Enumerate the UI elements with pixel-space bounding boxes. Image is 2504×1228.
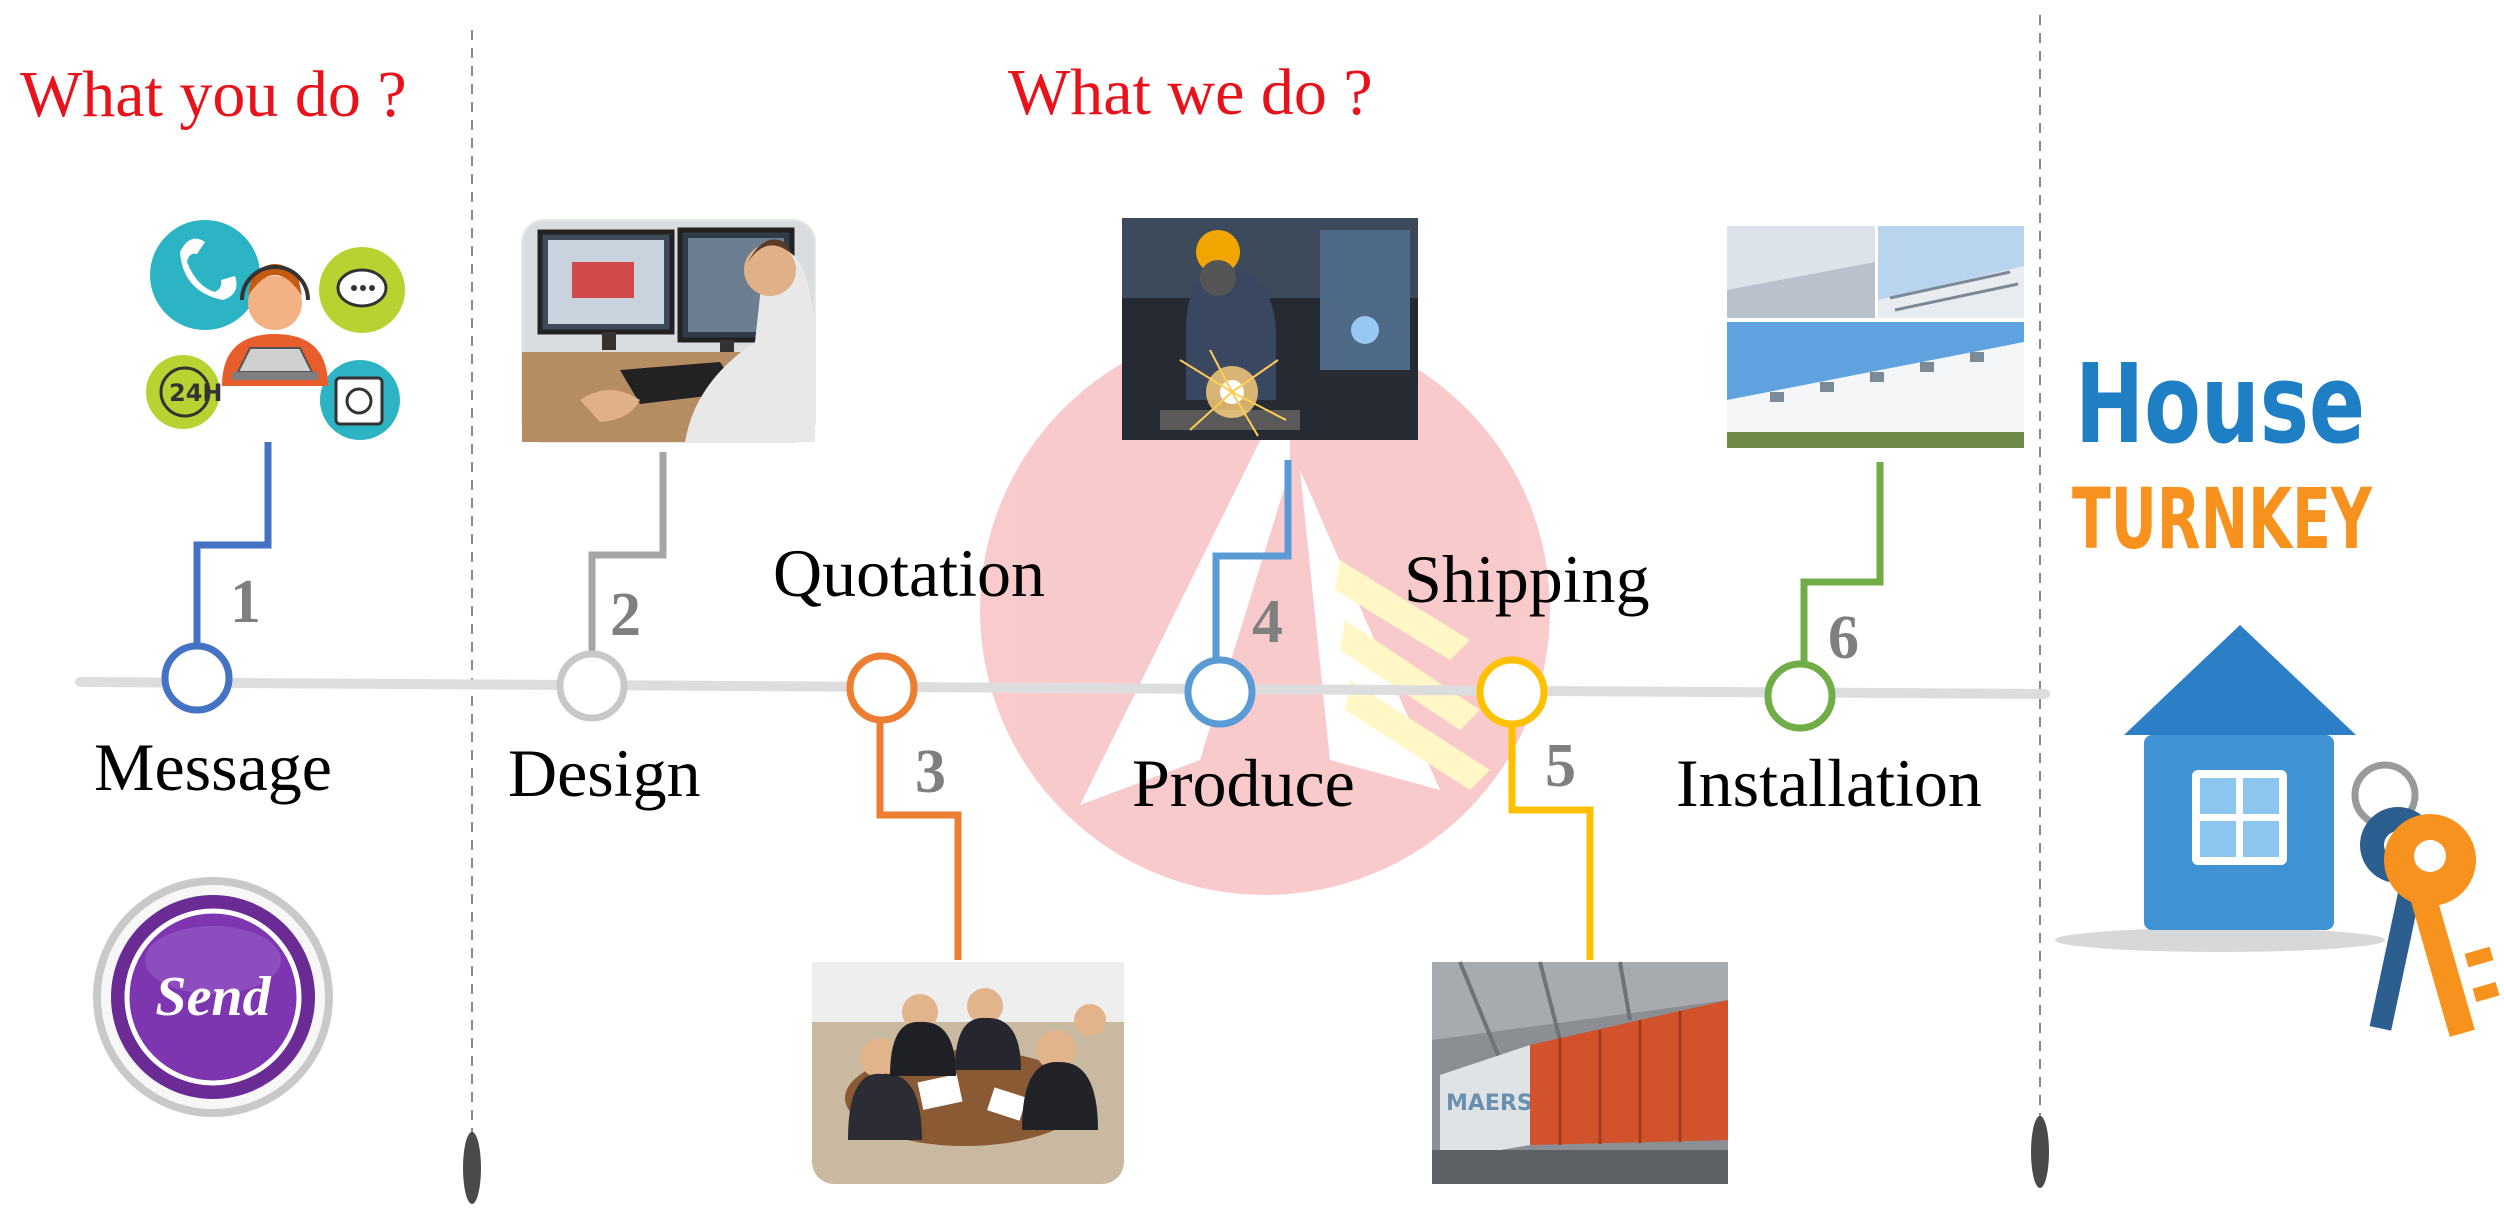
step-number-5: 5	[1545, 732, 1576, 800]
step-number-1: 1	[230, 568, 261, 636]
step-label-2: Design	[508, 735, 701, 811]
step-node-3	[850, 656, 914, 720]
customer-service-icon: 24H	[146, 220, 405, 440]
heading-left: What you do ?	[20, 58, 407, 131]
svg-text:24H: 24H	[169, 379, 222, 407]
step-node-1	[165, 646, 229, 710]
welding-photo	[1122, 218, 1418, 440]
step-label-3: Quotation	[773, 535, 1045, 611]
step-node-6	[1768, 664, 1832, 728]
send-button[interactable]: Send	[93, 877, 333, 1117]
step-node-2	[560, 654, 624, 718]
heading-right: What we do ?	[1008, 56, 1373, 129]
step-label-1: Message	[94, 729, 332, 805]
step-number-2: 2	[610, 581, 641, 649]
step-number-6: 6	[1828, 604, 1859, 672]
factory-building-photo	[1727, 226, 2024, 448]
send-button-label: Send	[155, 966, 271, 1028]
step-number-3: 3	[915, 738, 946, 806]
quotation-meeting-photo	[812, 962, 1124, 1184]
house-keys-icon	[2055, 625, 2499, 1037]
step-label-5: Shipping	[1404, 541, 1650, 617]
shipping-container-photo: MAERSK	[1432, 962, 1728, 1184]
step-node-4	[1188, 660, 1252, 724]
step-number-4: 4	[1252, 588, 1283, 656]
step-label-4: Produce	[1132, 745, 1355, 821]
left-divider-end	[463, 1132, 481, 1204]
step-node-5	[1480, 660, 1544, 724]
logo-line1: House	[2075, 340, 2365, 468]
logo-line2: TURNKEY	[2072, 470, 2373, 568]
design-photo	[522, 220, 815, 442]
timeline	[80, 682, 2045, 694]
step-label-6: Installation	[1676, 745, 1982, 821]
right-divider-end	[2031, 1116, 2049, 1188]
